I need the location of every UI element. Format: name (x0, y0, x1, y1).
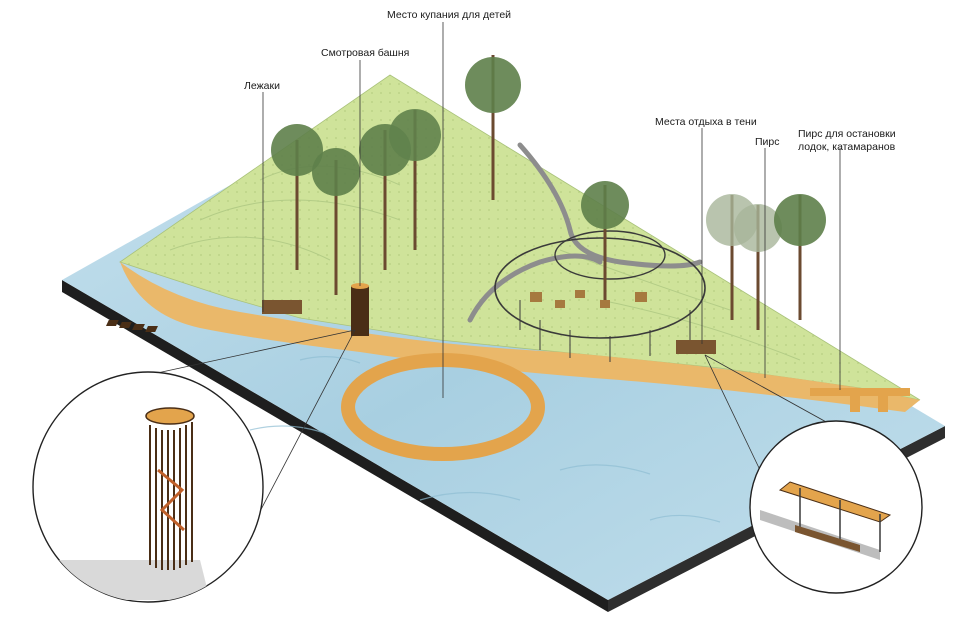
pavilion-posts (519, 300, 691, 362)
walking-path (467, 142, 703, 323)
trees (271, 55, 826, 330)
label-shade-rest-areas: Места отдыха в тени (655, 116, 757, 128)
shade-detail (760, 481, 892, 560)
sand-beach (120, 262, 920, 412)
shade-shelter-right (676, 340, 716, 354)
platform-base-front (62, 280, 608, 612)
shade-pavilion-ring-inner (554, 230, 666, 280)
label-boat-pier: Пирс для остановки лодок, катамаранов (798, 128, 896, 153)
label-loungers: Лежаки (244, 80, 280, 92)
label-kids-swim-area: Место купания для детей (387, 9, 512, 21)
leader-lines (147, 22, 896, 541)
label-pier: Пирс (755, 136, 780, 148)
label-observation-tower: Смотровая башня (321, 47, 410, 59)
tower-detail-circle (32, 371, 264, 603)
shade-pavilion-ring-outer (494, 237, 706, 339)
water-ripples (249, 356, 721, 523)
sunbeds-group (105, 320, 158, 332)
observation-tower (351, 286, 369, 336)
beach-shelter (262, 300, 302, 314)
boat-pier (810, 388, 910, 412)
pavilion-seats (530, 290, 647, 308)
